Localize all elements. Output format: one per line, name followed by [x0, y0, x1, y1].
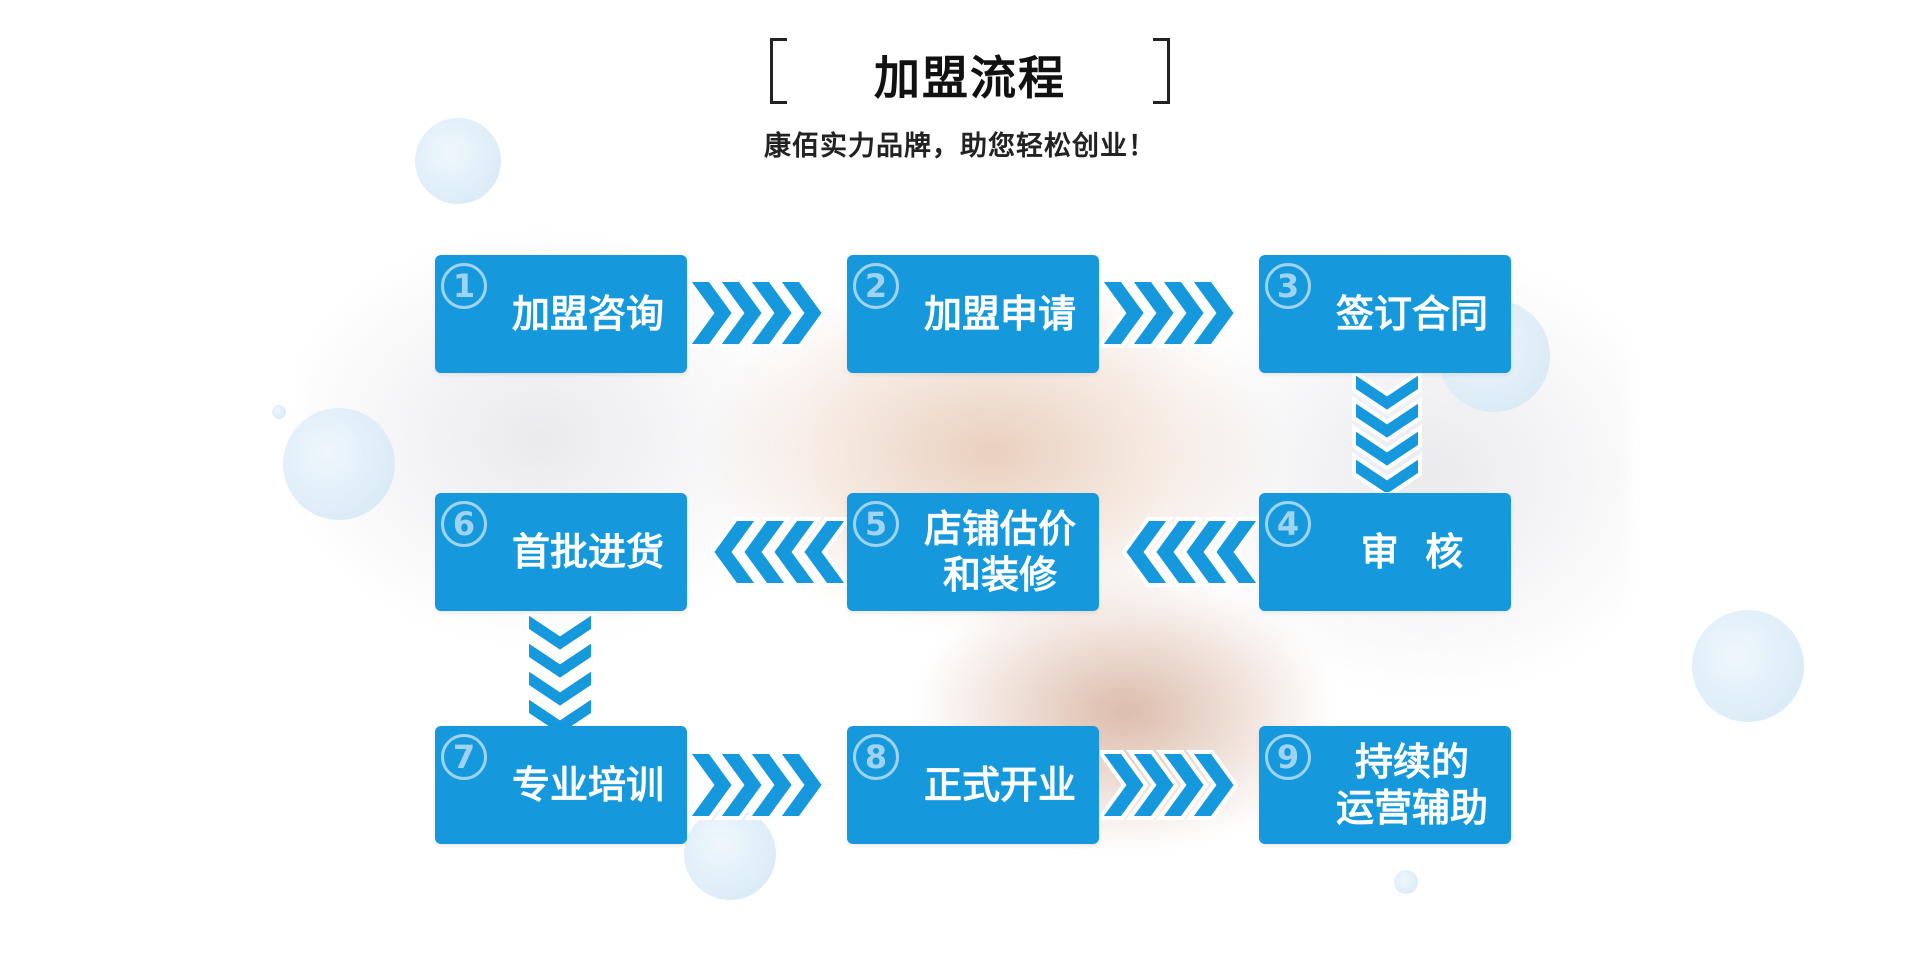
step-3: 3 签订合同	[1259, 255, 1511, 373]
decor-bubble	[415, 118, 501, 204]
decor-bubble	[684, 808, 776, 900]
step-6: 6 首批进货	[435, 493, 687, 611]
step-7: 7 专业培训	[435, 726, 687, 844]
chevron-arrow-right-icon	[1100, 750, 1239, 820]
chevron-arrow-down-icon	[1352, 372, 1422, 492]
chevron-arrow-right-icon	[1100, 278, 1239, 348]
step-number-badge: 9	[1265, 734, 1311, 780]
step-label: 加盟申请	[923, 292, 1076, 336]
chevron-arrow-right-icon	[688, 750, 827, 820]
step-label: 加盟咨询	[511, 292, 664, 336]
step-4: 4 审 核	[1259, 493, 1511, 611]
chevron-arrow-down-icon	[525, 612, 595, 732]
chevron-arrow-right-icon	[688, 278, 827, 348]
decor-bubble	[1692, 610, 1804, 722]
title-block: 加盟流程	[770, 38, 1170, 105]
decor-bubble	[283, 408, 395, 520]
step-number-badge: 1	[441, 263, 487, 309]
step-label: 签订合同	[1335, 292, 1488, 336]
step-number-badge: 6	[441, 501, 487, 547]
step-label: 专业培训	[511, 763, 664, 807]
step-label: 审 核	[1360, 530, 1464, 574]
step-number-badge: 2	[853, 263, 899, 309]
step-5: 5 店铺估价 和装修	[847, 493, 1099, 611]
chevron-arrow-left-icon	[1121, 517, 1260, 587]
step-8: 8 正式开业	[847, 726, 1099, 844]
decor-bubble	[272, 405, 286, 419]
step-number-badge: 7	[441, 734, 487, 780]
step-1: 1 加盟咨询	[435, 255, 687, 373]
step-number-badge: 5	[853, 501, 899, 547]
step-label: 持续的 运营辅助	[1335, 740, 1488, 830]
title-bracket-left	[770, 38, 787, 104]
step-label: 店铺估价 和装修	[923, 507, 1076, 597]
step-number-badge: 8	[853, 734, 899, 780]
step-number-badge: 3	[1265, 263, 1311, 309]
step-label: 首批进货	[511, 530, 664, 574]
decor-bubble	[1394, 870, 1418, 894]
step-2: 2 加盟申请	[847, 255, 1099, 373]
chevron-arrow-left-icon	[709, 517, 848, 587]
step-label: 正式开业	[923, 763, 1076, 807]
step-number-badge: 4	[1265, 501, 1311, 547]
page-subtitle: 康佰实力品牌，助您轻松创业！	[764, 131, 1156, 162]
page-title: 加盟流程	[874, 51, 1066, 105]
step-9: 9 持续的 运营辅助	[1259, 726, 1511, 844]
title-bracket-right	[1153, 38, 1170, 104]
